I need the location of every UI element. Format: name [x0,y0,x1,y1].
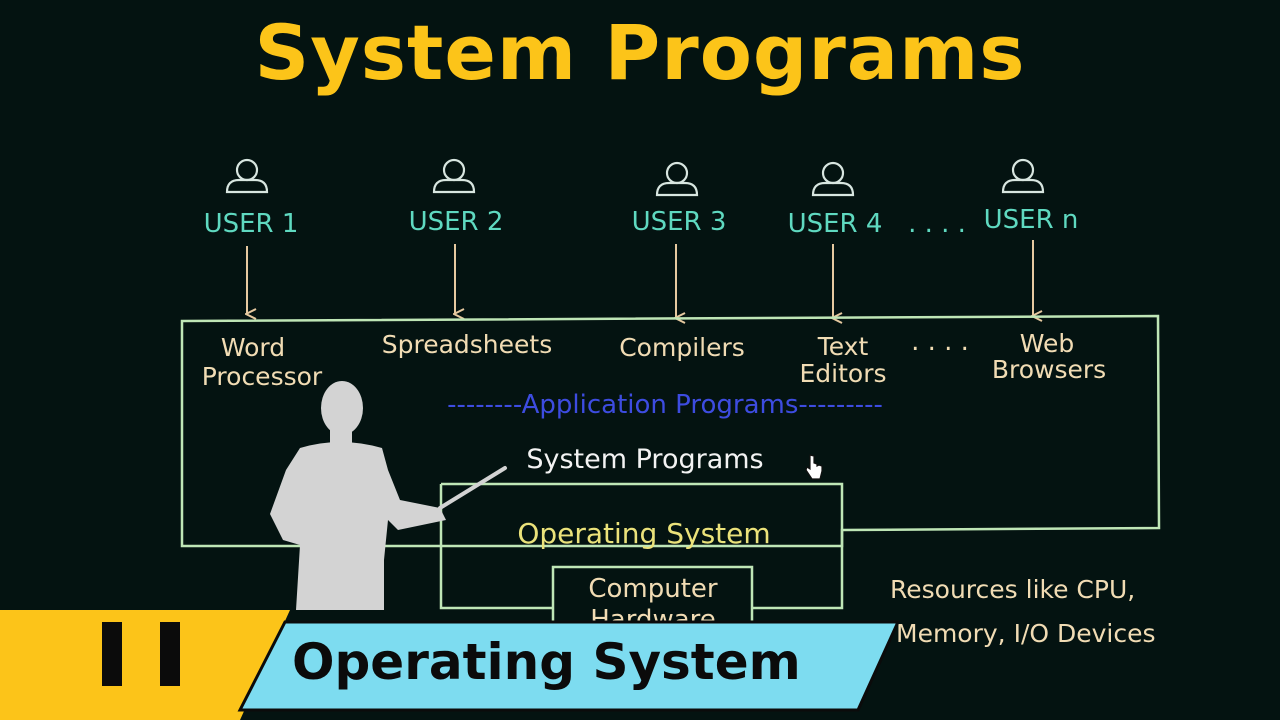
user-icon [1001,158,1045,194]
user-icon [225,158,269,194]
app-web-browsers-line2: Browsers [992,355,1106,384]
hardware-label-line1: Computer [588,574,718,604]
app-compilers: Compilers [619,333,745,362]
banner-title: Operating System [292,633,801,691]
operating-system-label: Operating System [517,517,770,550]
banner-stripe [0,610,290,720]
bottom-banner [0,610,901,720]
user-label: USER 1 [204,209,299,239]
app-text-editors-line2: Editors [799,359,886,388]
application-programs-label: --------Application Programs--------- [447,390,883,420]
user-icon [655,161,699,197]
user-4: USER 4 [788,161,883,318]
operating-system-box [441,482,844,610]
user-2: USER 2 [409,158,504,314]
user-label: USER 4 [788,209,883,239]
system-programs-label: System Programs [526,444,763,475]
app-ellipsis: . . . . [911,327,969,357]
page-title: System Programs [254,8,1026,97]
user-1: USER 1 [204,158,299,314]
banner-label-background [237,620,901,712]
user-icon [432,158,476,194]
user-label: USER n [984,205,1079,235]
app-text-editors-line1: Text [817,332,869,361]
cursor-icon [805,454,823,480]
pause-icon-bar-left [102,622,122,686]
user-3: USER 3 [632,161,727,318]
resources-line2: Memory, I/O Devices [896,619,1156,648]
user-ellipsis: . . . . [908,209,966,239]
resources-line1: Resources like CPU, [890,575,1135,604]
operating-system-box-left [439,484,553,610]
user-icon [811,161,855,197]
presenter-silhouette [270,381,507,610]
app-spreadsheets: Spreadsheets [382,330,553,359]
pause-icon-bar-right [160,622,180,686]
user-label: USER 3 [632,207,727,237]
user-n: USER n [984,158,1079,316]
app-web-browsers-line1: Web [1020,329,1075,358]
app-word-processor-line2: Processor [202,362,323,391]
user-label: USER 2 [409,207,504,237]
app-word-processor-line1: Word [221,333,285,362]
